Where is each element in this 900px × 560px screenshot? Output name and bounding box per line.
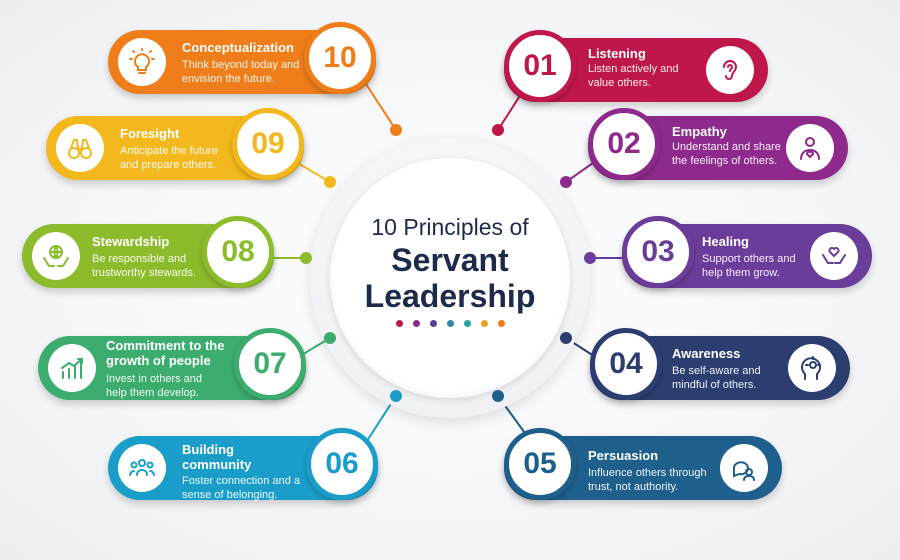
- principle-desc: Listen actively and value others.: [588, 63, 679, 89]
- principle-card-commitment-to-growth: Commitment to the growth of people Inves…: [38, 328, 306, 400]
- principle-desc: Be responsible and trustworthy stewards.: [92, 253, 196, 279]
- principle-title: Persuasion: [588, 448, 659, 463]
- color-dot: [429, 320, 437, 327]
- principle-number: 03: [641, 235, 675, 268]
- color-dot: [497, 320, 505, 327]
- principle-desc: Anticipate the future and prepare others…: [120, 145, 218, 171]
- color-dot: [463, 320, 471, 327]
- principle-card-awareness: 04 Awareness Be self-aware and mindful o…: [590, 328, 850, 400]
- principle-number-badge: 01: [504, 30, 576, 102]
- connector-knob: [300, 252, 312, 264]
- principle-card-healing: 03 Healing Support others and help them …: [622, 216, 872, 288]
- connector-knob: [390, 390, 402, 402]
- color-dot: [412, 320, 420, 327]
- connector-knob: [492, 390, 504, 402]
- binoculars-icon: [56, 124, 104, 172]
- principle-title: Foresight: [120, 126, 180, 141]
- connector-knob: [560, 176, 572, 188]
- principle-number: 01: [523, 49, 557, 82]
- principle-number-badge: 08: [202, 216, 274, 288]
- principle-card-persuasion: 05 Persuasion Influence others through t…: [504, 428, 782, 500]
- color-dot: [395, 320, 403, 327]
- connector-knob: [324, 176, 336, 188]
- center-title-line2: Servant: [391, 242, 509, 278]
- principle-desc: Invest in others and help them develop.: [106, 373, 203, 399]
- principle-title: Healing: [702, 234, 749, 249]
- center-title-circle: 10 Principles of Servant Leadership: [330, 158, 570, 398]
- principle-number: 09: [251, 127, 285, 160]
- principle-title: Commitment to the growth of people: [106, 338, 225, 368]
- ear-icon: [706, 46, 754, 94]
- principle-number-badge: 02: [588, 108, 660, 180]
- hands-heart-icon: [810, 232, 858, 280]
- globe-hands-icon: [32, 232, 80, 280]
- connector-line: [365, 83, 397, 131]
- principle-number: 05: [523, 447, 557, 480]
- principle-desc: Foster connection and a sense of belongi…: [182, 475, 301, 501]
- principle-desc: Be self-aware and mindful of others.: [672, 365, 761, 391]
- principle-number: 06: [325, 447, 359, 480]
- principle-title: Empathy: [672, 124, 727, 139]
- principle-number: 08: [221, 235, 255, 268]
- principle-card-building-community: Building community Foster connection and…: [108, 428, 378, 501]
- color-dots: [330, 320, 570, 327]
- connector-knob: [492, 124, 504, 136]
- principle-desc: Understand and share the feelings of oth…: [672, 141, 781, 167]
- principle-number: 07: [253, 347, 287, 380]
- principle-number: 02: [607, 127, 641, 160]
- principle-number-badge: 10: [304, 22, 376, 94]
- principle-title: Stewardship: [92, 234, 170, 249]
- growth-chart-icon: [48, 344, 96, 392]
- head-lightbulb-icon: [788, 344, 836, 392]
- principle-number: 04: [609, 347, 643, 380]
- center-title-line3: Leadership: [364, 278, 536, 314]
- person-heart-icon: [786, 124, 834, 172]
- principle-number-badge: 03: [622, 216, 694, 288]
- principle-desc: Support others and help them grow.: [702, 253, 796, 279]
- principle-number-badge: 06: [306, 428, 378, 500]
- principle-card-conceptualization: Conceptualization Think beyond today and…: [108, 22, 376, 94]
- principle-title: Awareness: [672, 346, 741, 361]
- principle-card-listening: 01 Listening Listen actively and value o…: [504, 30, 768, 102]
- principle-number: 10: [323, 41, 357, 74]
- principle-title: Conceptualization: [182, 40, 294, 55]
- connector-knob: [560, 332, 572, 344]
- connector-knob: [324, 332, 336, 344]
- principle-desc: Think beyond today and envision the futu…: [182, 59, 300, 85]
- principle-card-stewardship: Stewardship Be responsible and trustwort…: [22, 216, 274, 288]
- principle-card-foresight: Foresight Anticipate the future and prep…: [46, 108, 304, 180]
- color-dot: [480, 320, 488, 327]
- principle-title: Building community: [182, 442, 252, 472]
- connector-knob: [584, 252, 596, 264]
- principle-number-badge: 04: [590, 328, 662, 400]
- group-icon: [118, 444, 166, 492]
- conversation-icon: [720, 444, 768, 492]
- principle-number-badge: 07: [234, 328, 306, 400]
- center-title-line1: 10 Principles of: [371, 214, 529, 240]
- connector-knob: [390, 124, 402, 136]
- lightbulb-icon: [118, 38, 166, 86]
- principle-card-empathy: 02 Empathy Understand and share the feel…: [588, 108, 848, 180]
- principle-number-badge: 05: [504, 428, 576, 500]
- principle-desc: Influence others through trust, not auth…: [588, 467, 707, 493]
- principle-title: Listening: [588, 46, 646, 61]
- color-dot: [446, 320, 454, 327]
- principle-number-badge: 09: [232, 108, 304, 180]
